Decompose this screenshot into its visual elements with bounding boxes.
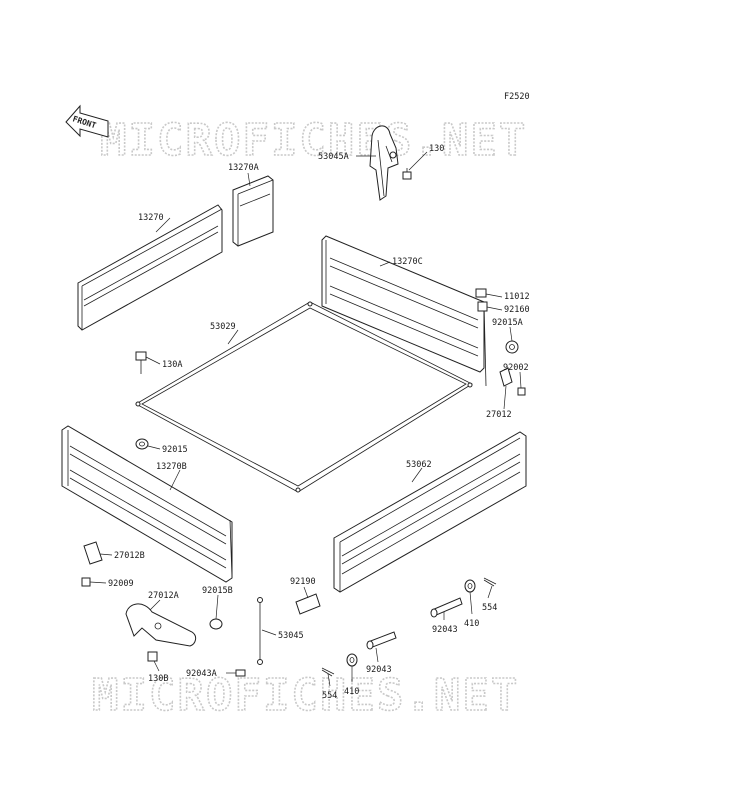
callout-92043A: 92043A [186, 669, 217, 679]
callout-92002: 92002 [503, 363, 529, 373]
callout-92009: 92009 [108, 579, 134, 589]
callout-92043-upper: 92043 [432, 625, 458, 635]
part-bolt-130A [135, 351, 147, 374]
callout-53029: 53029 [210, 322, 236, 332]
callout-130B: 130B [148, 674, 168, 684]
callout-410-upper: 410 [464, 619, 479, 629]
part-bracket-27012 [499, 367, 513, 387]
part-panel-13270C [321, 235, 487, 387]
callout-92160: 92160 [504, 305, 530, 315]
part-bolt-92009 [81, 577, 91, 587]
leader-lines [89, 151, 522, 687]
callout-92015B: 92015B [202, 586, 233, 596]
callout-410-lower: 410 [344, 687, 359, 697]
callout-53045: 53045 [278, 631, 304, 641]
callout-92015A: 92015A [492, 318, 523, 328]
part-cotter-554-lower [321, 667, 335, 677]
part-panel-13270A [232, 175, 274, 247]
callout-27012B: 27012B [114, 551, 145, 561]
callout-130: 130 [429, 144, 444, 154]
callout-13270: 13270 [138, 213, 164, 223]
part-bolt-130 [402, 168, 412, 180]
callout-13270C: 13270C [392, 257, 423, 267]
callout-11012: 11012 [504, 292, 530, 302]
watermark-bottom: MICROFICHES.NET [92, 670, 519, 721]
callout-27012A: 27012A [148, 591, 179, 601]
part-cotter-554-upper [483, 577, 497, 587]
part-spacer-92160 [477, 301, 488, 312]
part-bracket-27012B [83, 541, 103, 565]
watermark-top: MICROFICHES.NET [100, 115, 527, 166]
part-nut-92015B [209, 618, 223, 630]
callout-labels: 53045A 130 13270A 13270 13270C 11012 921… [108, 144, 530, 701]
part-bushing-92190 [295, 593, 321, 615]
callout-53062: 53062 [406, 460, 432, 470]
callout-92190: 92190 [290, 577, 316, 587]
part-pin-92043-upper [430, 597, 463, 618]
part-latch-lever [369, 125, 399, 201]
part-panel-13270 [77, 204, 223, 331]
part-panel-13270B [61, 425, 233, 583]
callout-554-upper: 554 [482, 603, 497, 613]
part-cable-53045 [257, 597, 263, 665]
part-cap-11012 [475, 288, 487, 298]
part-tailgate-53062 [333, 431, 527, 593]
callout-53045A: 53045A [318, 152, 349, 162]
part-nut-92015A [505, 340, 519, 354]
part-bolt-92002 [517, 387, 526, 396]
front-arrow-icon: FRONT [65, 104, 109, 138]
part-washer-410-upper [464, 579, 476, 593]
part-washer-410-lower [346, 653, 358, 667]
callout-92043-lower: 92043 [366, 665, 392, 675]
diagram-code: F2520 [504, 92, 530, 102]
part-pin-92043-lower [366, 631, 397, 650]
part-hook-plate-27012A [125, 603, 197, 647]
part-bolt-130B [147, 651, 158, 662]
callout-27012: 27012 [486, 410, 512, 420]
part-clip-92043A [235, 669, 246, 677]
part-floor-frame-53029 [135, 301, 473, 493]
callout-92015: 92015 [162, 445, 188, 455]
callout-13270A: 13270A [228, 163, 259, 173]
callout-130A: 130A [162, 360, 182, 370]
callout-13270B: 13270B [156, 462, 187, 472]
callout-554-lower: 554 [322, 691, 337, 701]
part-nut-92015 [135, 438, 149, 450]
